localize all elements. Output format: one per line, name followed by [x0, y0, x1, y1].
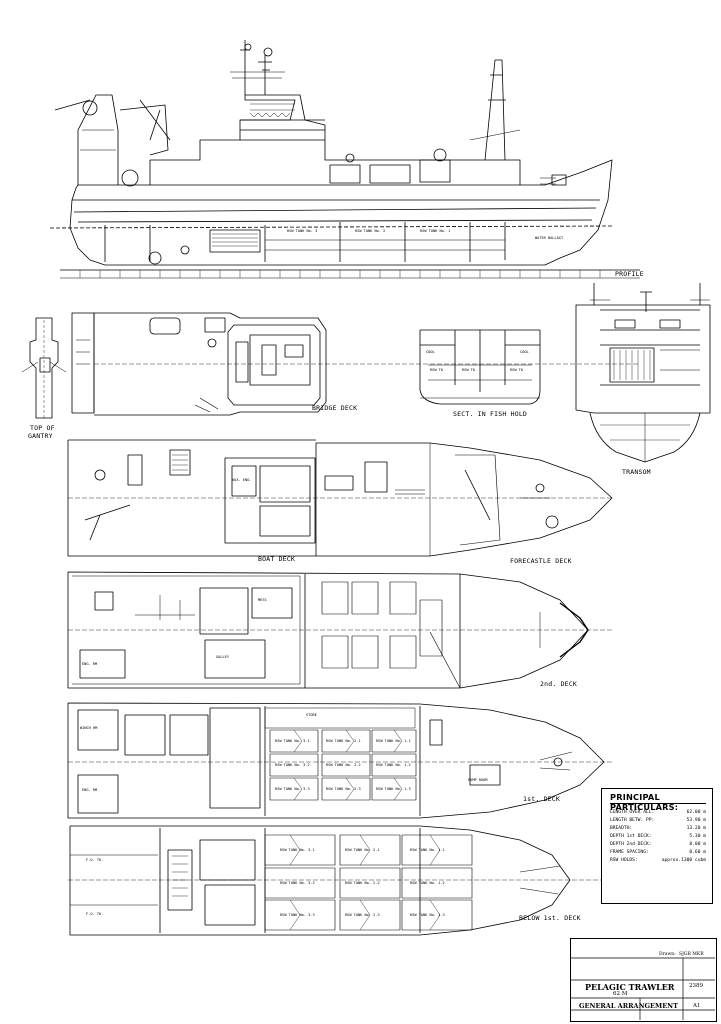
particulars-label: LENGTH BETW. PP: — [610, 818, 655, 823]
title-block: Drawn: SJGB MKR PELAGIC TRAWLER 62 M GEN… — [570, 938, 717, 1022]
bridge-deck-label: BRIDGE DECK — [312, 404, 358, 412]
particulars-value: 0.60 m — [689, 850, 706, 855]
top-of-gantry-label-1: TOP OF — [30, 424, 55, 432]
plan-label: RSW TANK No. 2.1 — [345, 848, 380, 852]
forecastle-deck-label: FORECASTLE DECK — [510, 557, 572, 565]
plan-label: RSW TANK No. 2.1 — [326, 739, 361, 743]
plan-label: RSW TANK No. 3.2 — [275, 763, 310, 767]
plan-label: RSW TANK No. 3 — [287, 229, 318, 233]
plan-label: RSW TANK No. 1.1 — [410, 848, 445, 852]
plan-label: ENG. RM — [82, 788, 98, 792]
boat-and-forecastle-deck-view — [67, 439, 613, 557]
plan-label: GALLEY — [216, 655, 229, 659]
particulars-value: 62.00 m — [686, 810, 706, 815]
plan-label: RSW TANK No. 1.3 — [410, 913, 445, 917]
particulars-label: DEPTH 2nd DECK: — [610, 842, 652, 847]
plan-label: WATER BALLAST — [535, 236, 564, 240]
drawing-number: 2389 — [689, 983, 703, 989]
boat-deck-label: BOAT DECK — [258, 555, 296, 563]
plan-label: RSW TANK No. 2.3 — [326, 787, 361, 791]
plan-label: RSW TANK No. 2.2 — [345, 881, 380, 885]
plan-label: AUX. ENG. — [232, 478, 252, 482]
bridge-deck-side-strip — [71, 312, 95, 414]
first-deck-view — [67, 702, 612, 819]
particulars-value: 5.30 m — [689, 834, 706, 839]
particulars-label: FRAME SPACING: — [610, 850, 649, 855]
particulars-label: DEPTH 1st DECK: — [610, 834, 652, 839]
second-deck-view — [67, 571, 612, 689]
plan-label: F.O. TK. — [86, 858, 104, 862]
plan-label: RSW TK. — [510, 368, 526, 372]
particulars-value: 8.00 m — [689, 842, 706, 847]
plan-label: PUMP ROOM — [468, 778, 488, 782]
plan-label: RSW TANK No. 3.1 — [275, 739, 310, 743]
plan-label: RSW TK. — [430, 368, 446, 372]
plan-label: RSW TANK No. 3.2 — [280, 881, 315, 885]
particulars-value: 53.90 m — [686, 818, 706, 823]
plan-label: WINCH RM — [80, 726, 98, 730]
plan-label: ENG. RM — [82, 662, 98, 666]
plan-label: RSW TANK No. 3.3 — [275, 787, 310, 791]
vessel-type: PELAGIC TRAWLER — [585, 982, 675, 992]
plan-label: RSW TANK No. 1 — [420, 229, 451, 233]
plan-label: RSW TANK No. 1.2 — [410, 881, 445, 885]
plan-label: RSW TANK No. 2.2 — [326, 763, 361, 767]
plan-label: RSW TANK No. 3.3 — [280, 913, 315, 917]
transom-view — [575, 283, 711, 463]
particulars-value: approx.1300 cubm — [661, 858, 706, 863]
first-deck-label: 1st. DECK — [523, 795, 561, 803]
vessel-length: 62 M — [613, 991, 628, 997]
plan-label: RSW TANK No. 1.1 — [376, 739, 411, 743]
transom-label: TRANSOM — [622, 468, 651, 476]
top-of-gantry-label-2: GANTRY — [28, 432, 53, 440]
plan-label: RSW TANK No. 2 — [355, 229, 386, 233]
plan-label: RSW TANK No. 1.2 — [376, 763, 411, 767]
principal-particulars-box: PRINCIPAL PARTICULARS: LENGTH OVER ALL: … — [601, 788, 713, 904]
below-first-deck-view — [68, 825, 612, 936]
drawn-label: Drawn: — [659, 952, 676, 957]
particulars-label: BREADTH: — [610, 826, 633, 831]
plan-label: RSW TANK No. 1.3 — [376, 787, 411, 791]
plan-label: MESS — [258, 598, 267, 602]
plan-label: COOL — [520, 350, 529, 354]
bridge-deck-view — [93, 312, 640, 416]
plan-label: F.O. TK. — [86, 912, 104, 916]
particulars-title: PRINCIPAL PARTICULARS: — [610, 792, 679, 812]
particulars-value: 13.20 m — [686, 826, 706, 831]
drawn-value: SJGB MKR — [679, 952, 704, 957]
particulars-label: RSW HOLDS: — [610, 858, 638, 863]
below-first-deck-label: BELOW 1st. DECK — [519, 914, 581, 922]
particulars-underline — [610, 803, 706, 804]
profile-label: PROFILE — [615, 270, 644, 278]
title-block-lines — [570, 957, 715, 1020]
drawing-title: GENERAL ARRANGEMENT — [579, 1002, 678, 1010]
profile-view — [49, 40, 640, 279]
second-deck-label: 2nd. DECK — [540, 680, 578, 688]
section-fish-hold-view — [419, 329, 541, 405]
sect-fish-hold-label: SECT. IN FISH HOLD — [453, 410, 528, 418]
plan-label: COOL — [426, 350, 435, 354]
top-of-gantry-view — [21, 317, 67, 419]
plan-label: RSW TANK No. 3.1 — [280, 848, 315, 852]
particulars-label: LENGTH OVER ALL: — [610, 810, 655, 815]
plan-label: RSW TANK No. 2.3 — [345, 913, 380, 917]
sheet-size: A1 — [693, 1003, 701, 1009]
plan-label: RSW TK. — [462, 368, 478, 372]
plan-label: STORE — [306, 713, 317, 717]
